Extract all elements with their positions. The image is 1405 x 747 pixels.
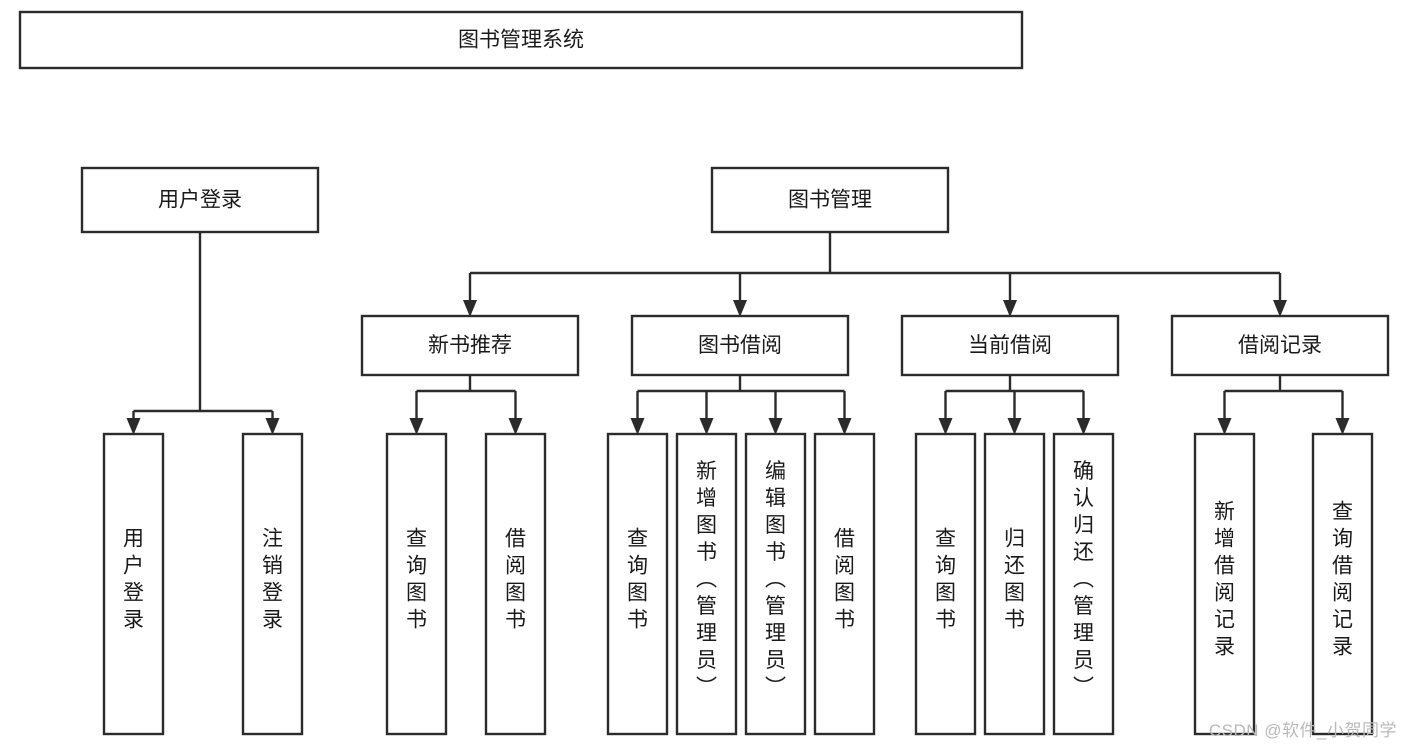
watermark-text: CSDN @软件_小贺同学 <box>1208 721 1397 740</box>
nodes-layer: 图书管理系统用户登录用户登录注销登录图书管理新书推荐查询图书借阅图书图书借阅查询… <box>18 10 1390 736</box>
node-box-user-login <box>80 166 320 234</box>
node-label-br-add-record: 新增借阅记录 <box>1214 501 1235 659</box>
node-box-borrow-record <box>1170 314 1390 377</box>
arrow-head-current-borrow <box>1003 300 1017 317</box>
node-label-book-borrow: 图书借阅 <box>698 334 782 357</box>
node-label-borrow-record: 借阅记录 <box>1238 334 1322 357</box>
node-user-logout[interactable]: 注销登录 <box>241 432 304 736</box>
node-box-book-borrow <box>630 314 850 377</box>
node-box-root <box>18 10 1024 70</box>
node-label-new-book-recommend: 新书推荐 <box>428 334 512 357</box>
node-box-bb-edit-book <box>744 432 807 736</box>
node-label-cb-confirm-return: 确认归还︵管理员︶ <box>1073 460 1094 699</box>
node-label-bb-edit-book: 编辑图书︵管理员︶ <box>765 460 786 699</box>
node-label-nbr-query-book: 查询图书 <box>406 528 427 632</box>
node-label-br-query-record: 查询借阅记录 <box>1332 501 1353 659</box>
node-box-nbr-borrow-book <box>484 432 547 736</box>
node-box-nbr-query-book <box>385 432 448 736</box>
node-box-cb-return-book <box>983 432 1046 736</box>
node-label-cb-query-book: 查询图书 <box>935 528 956 632</box>
node-bb-query-book[interactable]: 查询图书 <box>606 432 669 736</box>
arrow-head-br-add-record <box>1217 418 1232 435</box>
node-br-query-record[interactable]: 查询借阅记录 <box>1311 432 1374 736</box>
node-current-borrow[interactable]: 当前借阅 <box>900 314 1120 377</box>
node-label-nbr-borrow-book: 借阅图书 <box>505 528 526 632</box>
node-box-user-login-do <box>102 432 165 736</box>
node-box-br-query-record <box>1311 432 1374 736</box>
node-bb-add-book[interactable]: 新增图书︵管理员︶ <box>675 432 738 736</box>
node-box-user-logout <box>241 432 304 736</box>
node-label-bb-query-book: 查询图书 <box>627 528 648 632</box>
node-user-login[interactable]: 用户登录 <box>80 166 320 234</box>
node-book-borrow[interactable]: 图书借阅 <box>630 314 850 377</box>
node-book-manage[interactable]: 图书管理 <box>710 166 950 234</box>
node-borrow-record[interactable]: 借阅记录 <box>1170 314 1390 377</box>
node-bb-edit-book[interactable]: 编辑图书︵管理员︶ <box>744 432 807 736</box>
arrow-head-bb-edit-book <box>768 418 783 435</box>
arrow-head-book-borrow <box>733 300 747 317</box>
arrow-head-user-logout <box>265 418 280 435</box>
node-br-add-record[interactable]: 新增借阅记录 <box>1193 432 1256 736</box>
node-box-new-book-recommend <box>360 314 580 377</box>
node-bb-borrow-book[interactable]: 借阅图书 <box>813 432 876 736</box>
node-label-root: 图书管理系统 <box>458 29 584 52</box>
node-root[interactable]: 图书管理系统 <box>18 10 1024 70</box>
arrow-head-borrow-record <box>1273 300 1287 317</box>
node-box-br-add-record <box>1193 432 1256 736</box>
node-label-user-login: 用户登录 <box>158 189 242 212</box>
arrow-head-nbr-borrow-book <box>508 418 523 435</box>
arrow-head-bb-add-book <box>699 418 714 435</box>
arrow-head-user-login-do <box>126 418 141 435</box>
arrow-head-nbr-query-book <box>409 418 424 435</box>
arrow-head-cb-query-book <box>938 418 953 435</box>
node-nbr-query-book[interactable]: 查询图书 <box>385 432 448 736</box>
arrow-head-br-query-record <box>1335 418 1350 435</box>
node-box-bb-add-book <box>675 432 738 736</box>
arrow-head-cb-return-book <box>1007 418 1022 435</box>
node-box-bb-query-book <box>606 432 669 736</box>
connectors-layer <box>126 232 1350 435</box>
node-cb-query-book[interactable]: 查询图书 <box>914 432 977 736</box>
node-nbr-borrow-book[interactable]: 借阅图书 <box>484 432 547 736</box>
node-cb-confirm-return[interactable]: 确认归还︵管理员︶ <box>1052 432 1115 736</box>
node-label-user-logout: 注销登录 <box>262 528 283 632</box>
node-label-book-manage: 图书管理 <box>788 189 872 212</box>
node-new-book-recommend[interactable]: 新书推荐 <box>360 314 580 377</box>
arrow-head-new-book-recommend <box>463 300 477 317</box>
node-user-login-do[interactable]: 用户登录 <box>102 432 165 736</box>
node-box-cb-query-book <box>914 432 977 736</box>
node-box-cb-confirm-return <box>1052 432 1115 736</box>
arrow-head-bb-borrow-book <box>837 418 852 435</box>
node-label-current-borrow: 当前借阅 <box>968 334 1052 357</box>
arrow-head-cb-confirm-return <box>1076 418 1091 435</box>
node-label-cb-return-book: 归还图书 <box>1004 528 1025 632</box>
node-label-bb-add-book: 新增图书︵管理员︶ <box>696 460 717 699</box>
node-label-user-login-do: 用户登录 <box>123 528 144 632</box>
node-cb-return-book[interactable]: 归还图书 <box>983 432 1046 736</box>
node-box-bb-borrow-book <box>813 432 876 736</box>
node-box-book-manage <box>710 166 950 234</box>
node-label-bb-borrow-book: 借阅图书 <box>834 528 855 632</box>
arrow-head-bb-query-book <box>630 418 645 435</box>
node-box-current-borrow <box>900 314 1120 377</box>
